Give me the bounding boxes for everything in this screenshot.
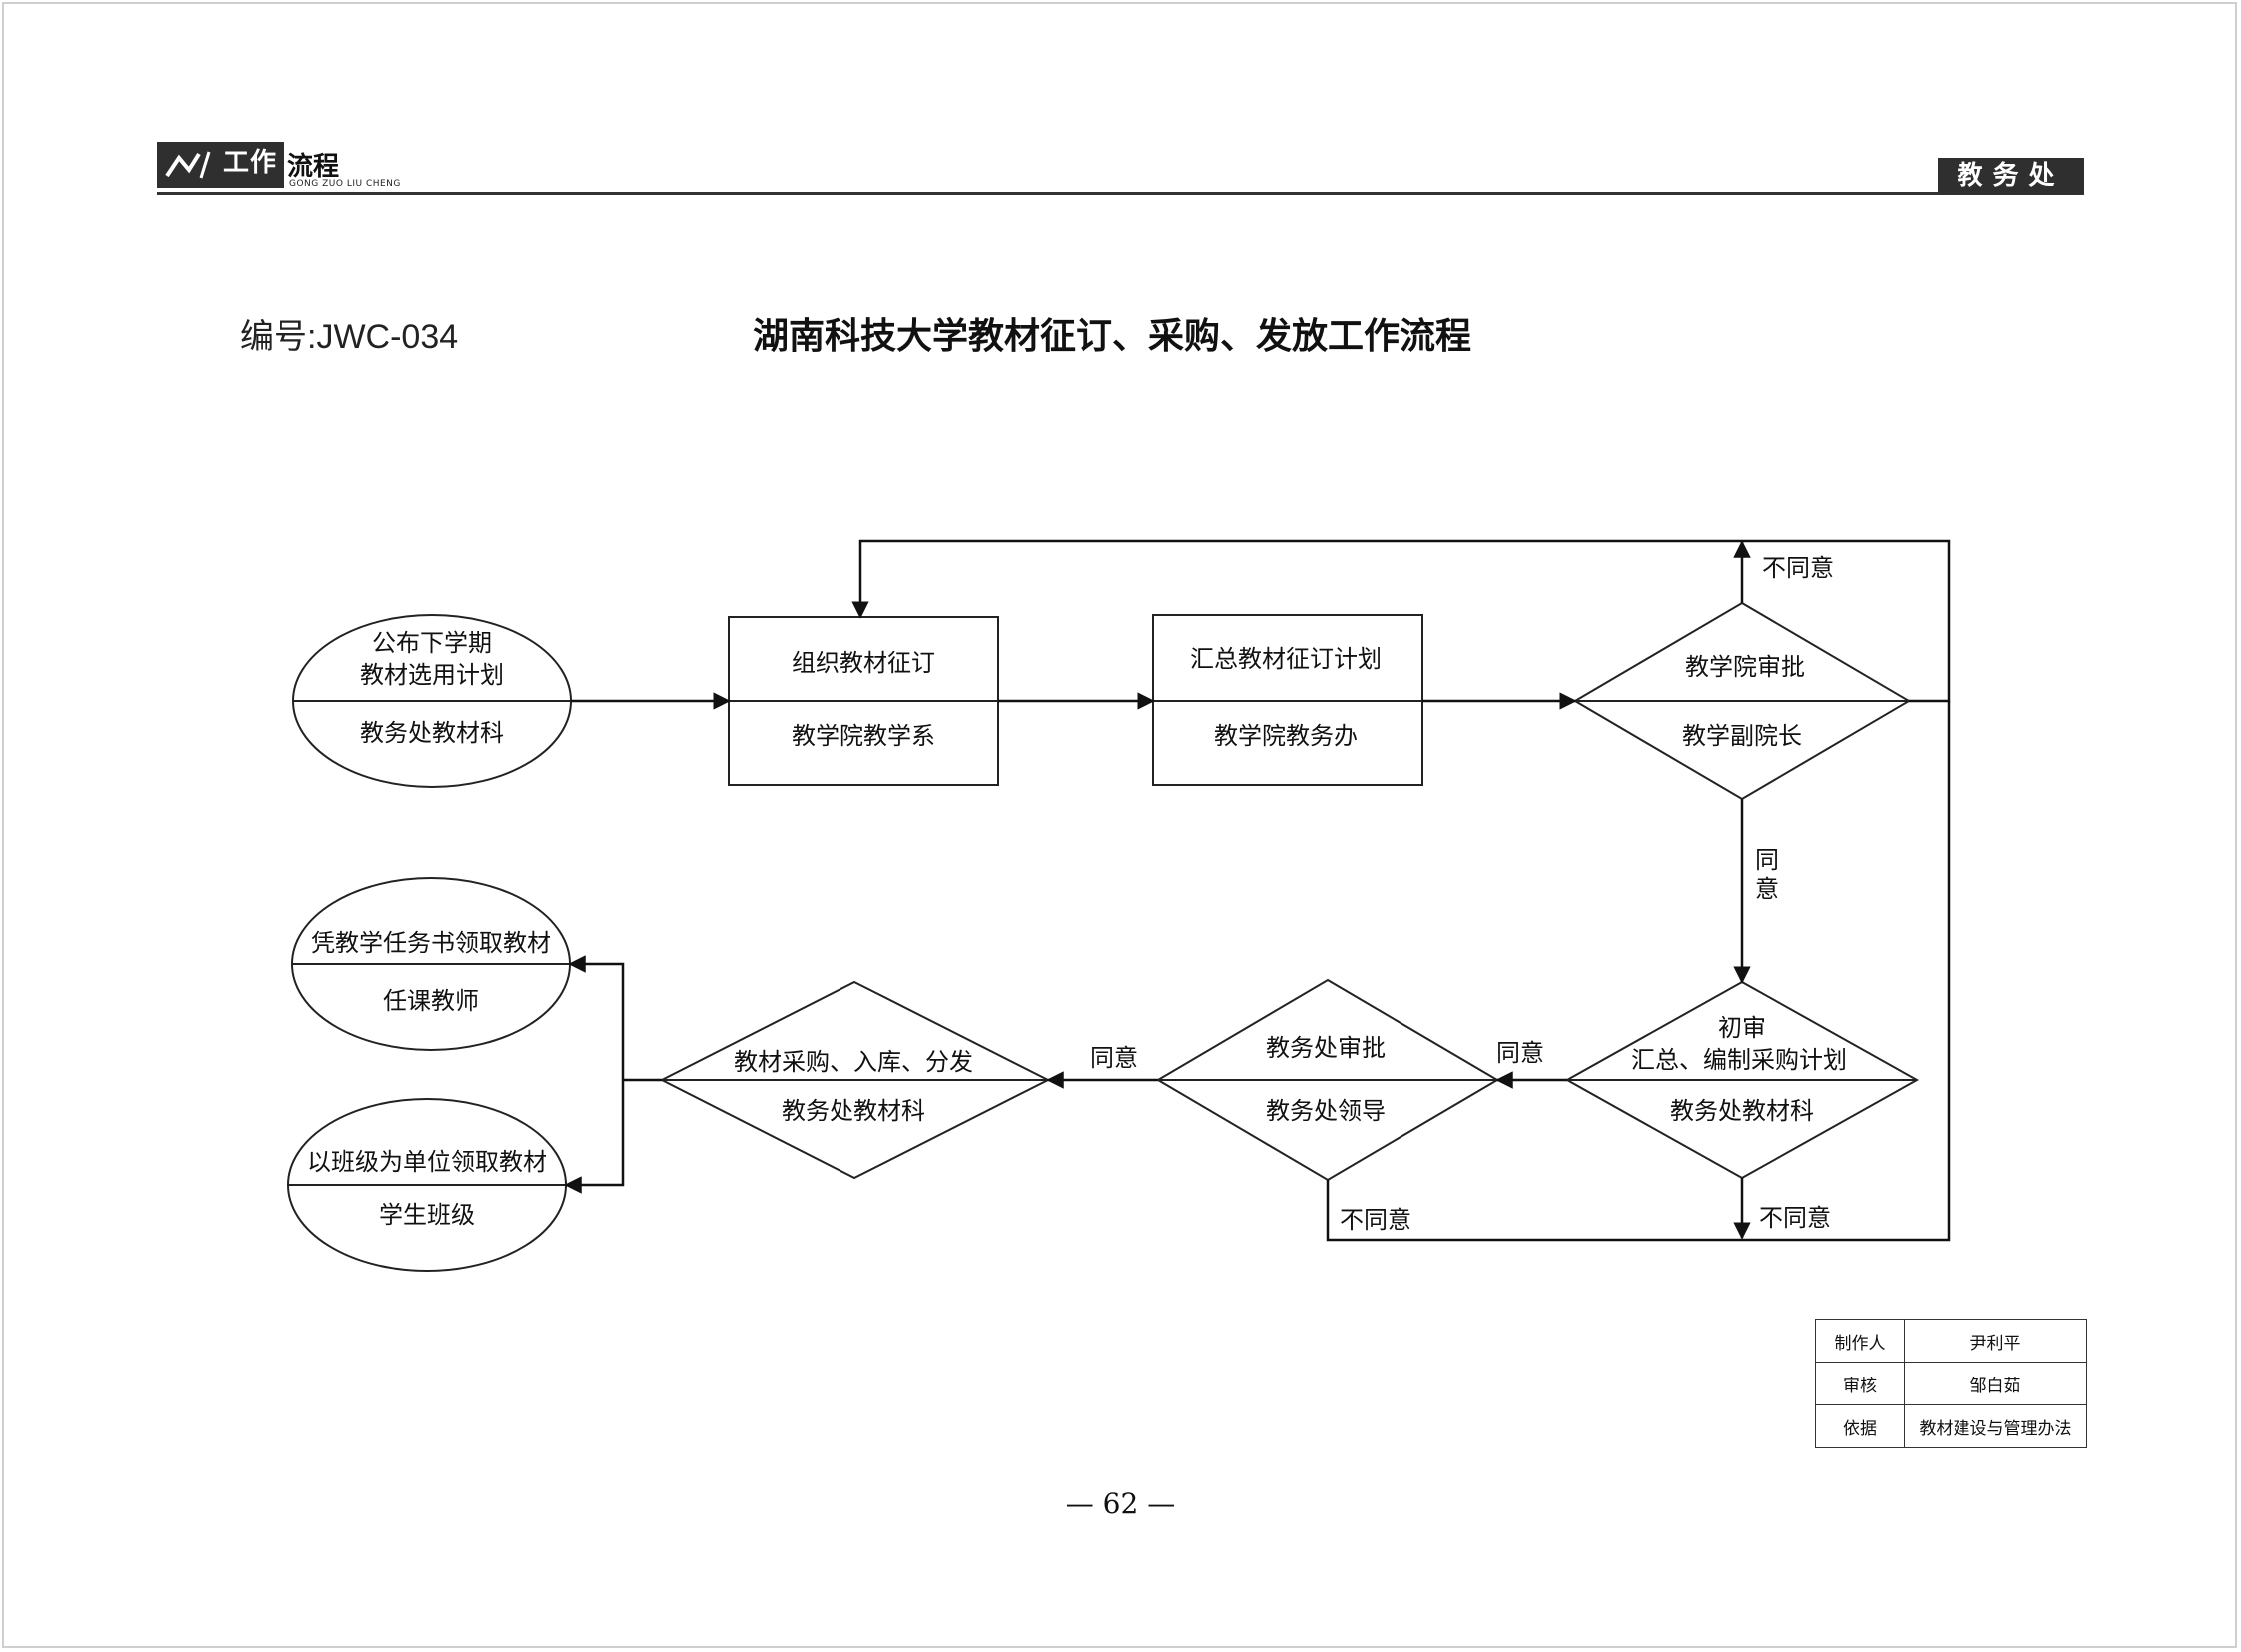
table-row: 制作人 尹利平 (1815, 1319, 2087, 1363)
header-subtitle: GONG ZUO LIU CHENG (289, 179, 401, 189)
college-approve-actor: 教学副院长 (1682, 722, 1802, 750)
logo-text: 工作 (223, 148, 278, 178)
page-number: — 62 — (1065, 1487, 1176, 1520)
teacher-collect-task: 凭教学任务书领取教材 (311, 929, 551, 957)
purchase-node (659, 980, 1051, 1180)
initial-review-line1: 初审 (1718, 1014, 1766, 1042)
purchase-task: 教材采购、入库、分发 (734, 1048, 973, 1076)
start-line2: 教材选用计划 (360, 661, 504, 689)
office-approve-task: 教务处审批 (1266, 1034, 1386, 1062)
document-title: 湖南科技大学教材征订、采购、发放工作流程 (753, 316, 1472, 357)
label-review-disagree: 不同意 (1759, 1204, 1831, 1232)
organize-actor: 教学院教学系 (792, 722, 935, 750)
class-collect-task: 以班级为单位领取教材 (307, 1148, 547, 1176)
college-approve-task: 教学院审批 (1685, 653, 1805, 681)
table-row: 审核 邹白茹 (1815, 1362, 2087, 1405)
logo: 工作 (157, 142, 284, 188)
header-rule (157, 192, 2084, 195)
office-approve-actor: 教务处领导 (1266, 1097, 1386, 1125)
loop-top-return (851, 539, 1951, 703)
header-title: 流程 (287, 152, 340, 182)
organize-task: 组织教材征订 (792, 649, 935, 677)
document-number: 编号:JWC-034 (240, 318, 459, 356)
purchase-actor: 教务处教材科 (782, 1097, 925, 1125)
label-college-agree-1: 同 (1755, 846, 1779, 874)
label-office-agree: 同意 (1090, 1044, 1138, 1072)
sign-value: 教材建设与管理办法 (1904, 1404, 2087, 1448)
label-review-agree: 同意 (1496, 1039, 1544, 1067)
initial-review-line2: 汇总、编制采购计划 (1631, 1046, 1847, 1074)
loop-bottom-return (1326, 701, 1951, 1242)
arrow-to-teacher (568, 955, 625, 1080)
summary-task: 汇总教材征订计划 (1190, 645, 1382, 673)
summary-actor: 教学院教务办 (1214, 722, 1358, 750)
label-college-disagree: 不同意 (1762, 554, 1834, 582)
start-actor: 教务处教材科 (360, 719, 504, 747)
teacher-collect-actor: 任课教师 (383, 987, 479, 1015)
start-line1: 公布下学期 (372, 629, 492, 657)
department-tab: 教务处 (1938, 158, 2084, 194)
label-office-disagree: 不同意 (1340, 1206, 1411, 1234)
table-row: 依据 教材建设与管理办法 (1815, 1404, 2087, 1448)
arrow-to-class (564, 1080, 625, 1194)
sign-key: 依据 (1815, 1404, 1905, 1448)
sign-table: 制作人 尹利平 审核 邹白茹 依据 教材建设与管理办法 (1815, 1319, 2087, 1448)
initial-review-actor: 教务处教材科 (1670, 1097, 1814, 1125)
sign-key: 审核 (1815, 1362, 1905, 1405)
mountain-logo-icon (165, 151, 211, 179)
sign-key: 制作人 (1815, 1319, 1905, 1363)
class-collect-actor: 学生班级 (379, 1201, 475, 1229)
sign-value: 邹白茹 (1904, 1362, 2087, 1405)
label-college-agree-2: 意 (1755, 875, 1779, 903)
sign-value: 尹利平 (1904, 1319, 2087, 1363)
